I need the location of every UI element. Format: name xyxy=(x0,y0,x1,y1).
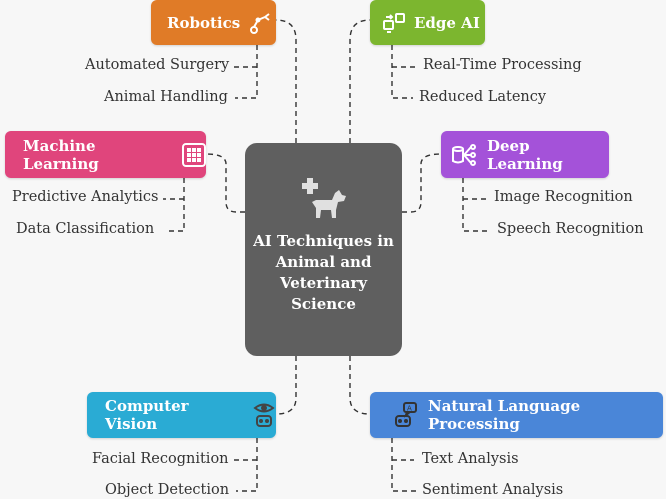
computer-vision-node[interactable]: Computer Vision xyxy=(87,392,276,438)
grid-icon xyxy=(182,142,206,167)
edge-ai-item-1: Real-Time Processing xyxy=(423,57,582,73)
machine-learning-item-1: Predictive Analytics xyxy=(12,189,159,205)
neural-network-icon xyxy=(451,143,479,167)
robotics-item-1: Automated Surgery xyxy=(85,57,230,73)
robotics-item-2: Animal Handling xyxy=(104,89,228,105)
machine-learning-label: Machine Learning xyxy=(23,136,99,173)
deep-learning-item-2: Speech Recognition xyxy=(497,221,644,237)
svg-text:A: A xyxy=(407,405,412,413)
nlp-label: Natural Language Processing xyxy=(428,397,581,433)
nlp-item-2: Sentiment Analysis xyxy=(422,482,564,498)
nlp-node[interactable]: A Natural Language Processing xyxy=(370,392,663,438)
computer-vision-label: Computer Vision xyxy=(105,397,189,433)
edge-ai-item-2: Reduced Latency xyxy=(419,89,547,105)
machine-learning-item-2: Data Classification xyxy=(16,221,155,237)
edge-ai-node[interactable]: Edge AI xyxy=(370,0,485,45)
edge-ai-label: Edge AI xyxy=(414,13,480,32)
deep-learning-item-1: Image Recognition xyxy=(494,189,633,205)
nlp-item-1: Text Analysis xyxy=(422,451,519,467)
robotics-node[interactable]: Robotics xyxy=(151,0,276,45)
veterinary-dog-icon xyxy=(302,178,346,226)
computer-vision-item-2: Object Detection xyxy=(105,482,230,498)
edge-device-icon xyxy=(382,11,406,35)
center-topic: AI Techniques in Animal and Veterinary S… xyxy=(245,143,402,356)
deep-learning-label: Deep Learning xyxy=(487,136,563,173)
robot-arm-icon xyxy=(248,11,272,35)
deep-learning-node[interactable]: Deep Learning xyxy=(441,131,609,178)
eye-robot-icon xyxy=(252,402,276,428)
chat-robot-icon: A xyxy=(394,402,418,428)
center-title: AI Techniques in Animal and Veterinary S… xyxy=(253,232,394,313)
robotics-label: Robotics xyxy=(167,13,241,32)
computer-vision-item-1: Facial Recognition xyxy=(92,451,229,467)
machine-learning-node[interactable]: Machine Learning xyxy=(5,131,206,178)
